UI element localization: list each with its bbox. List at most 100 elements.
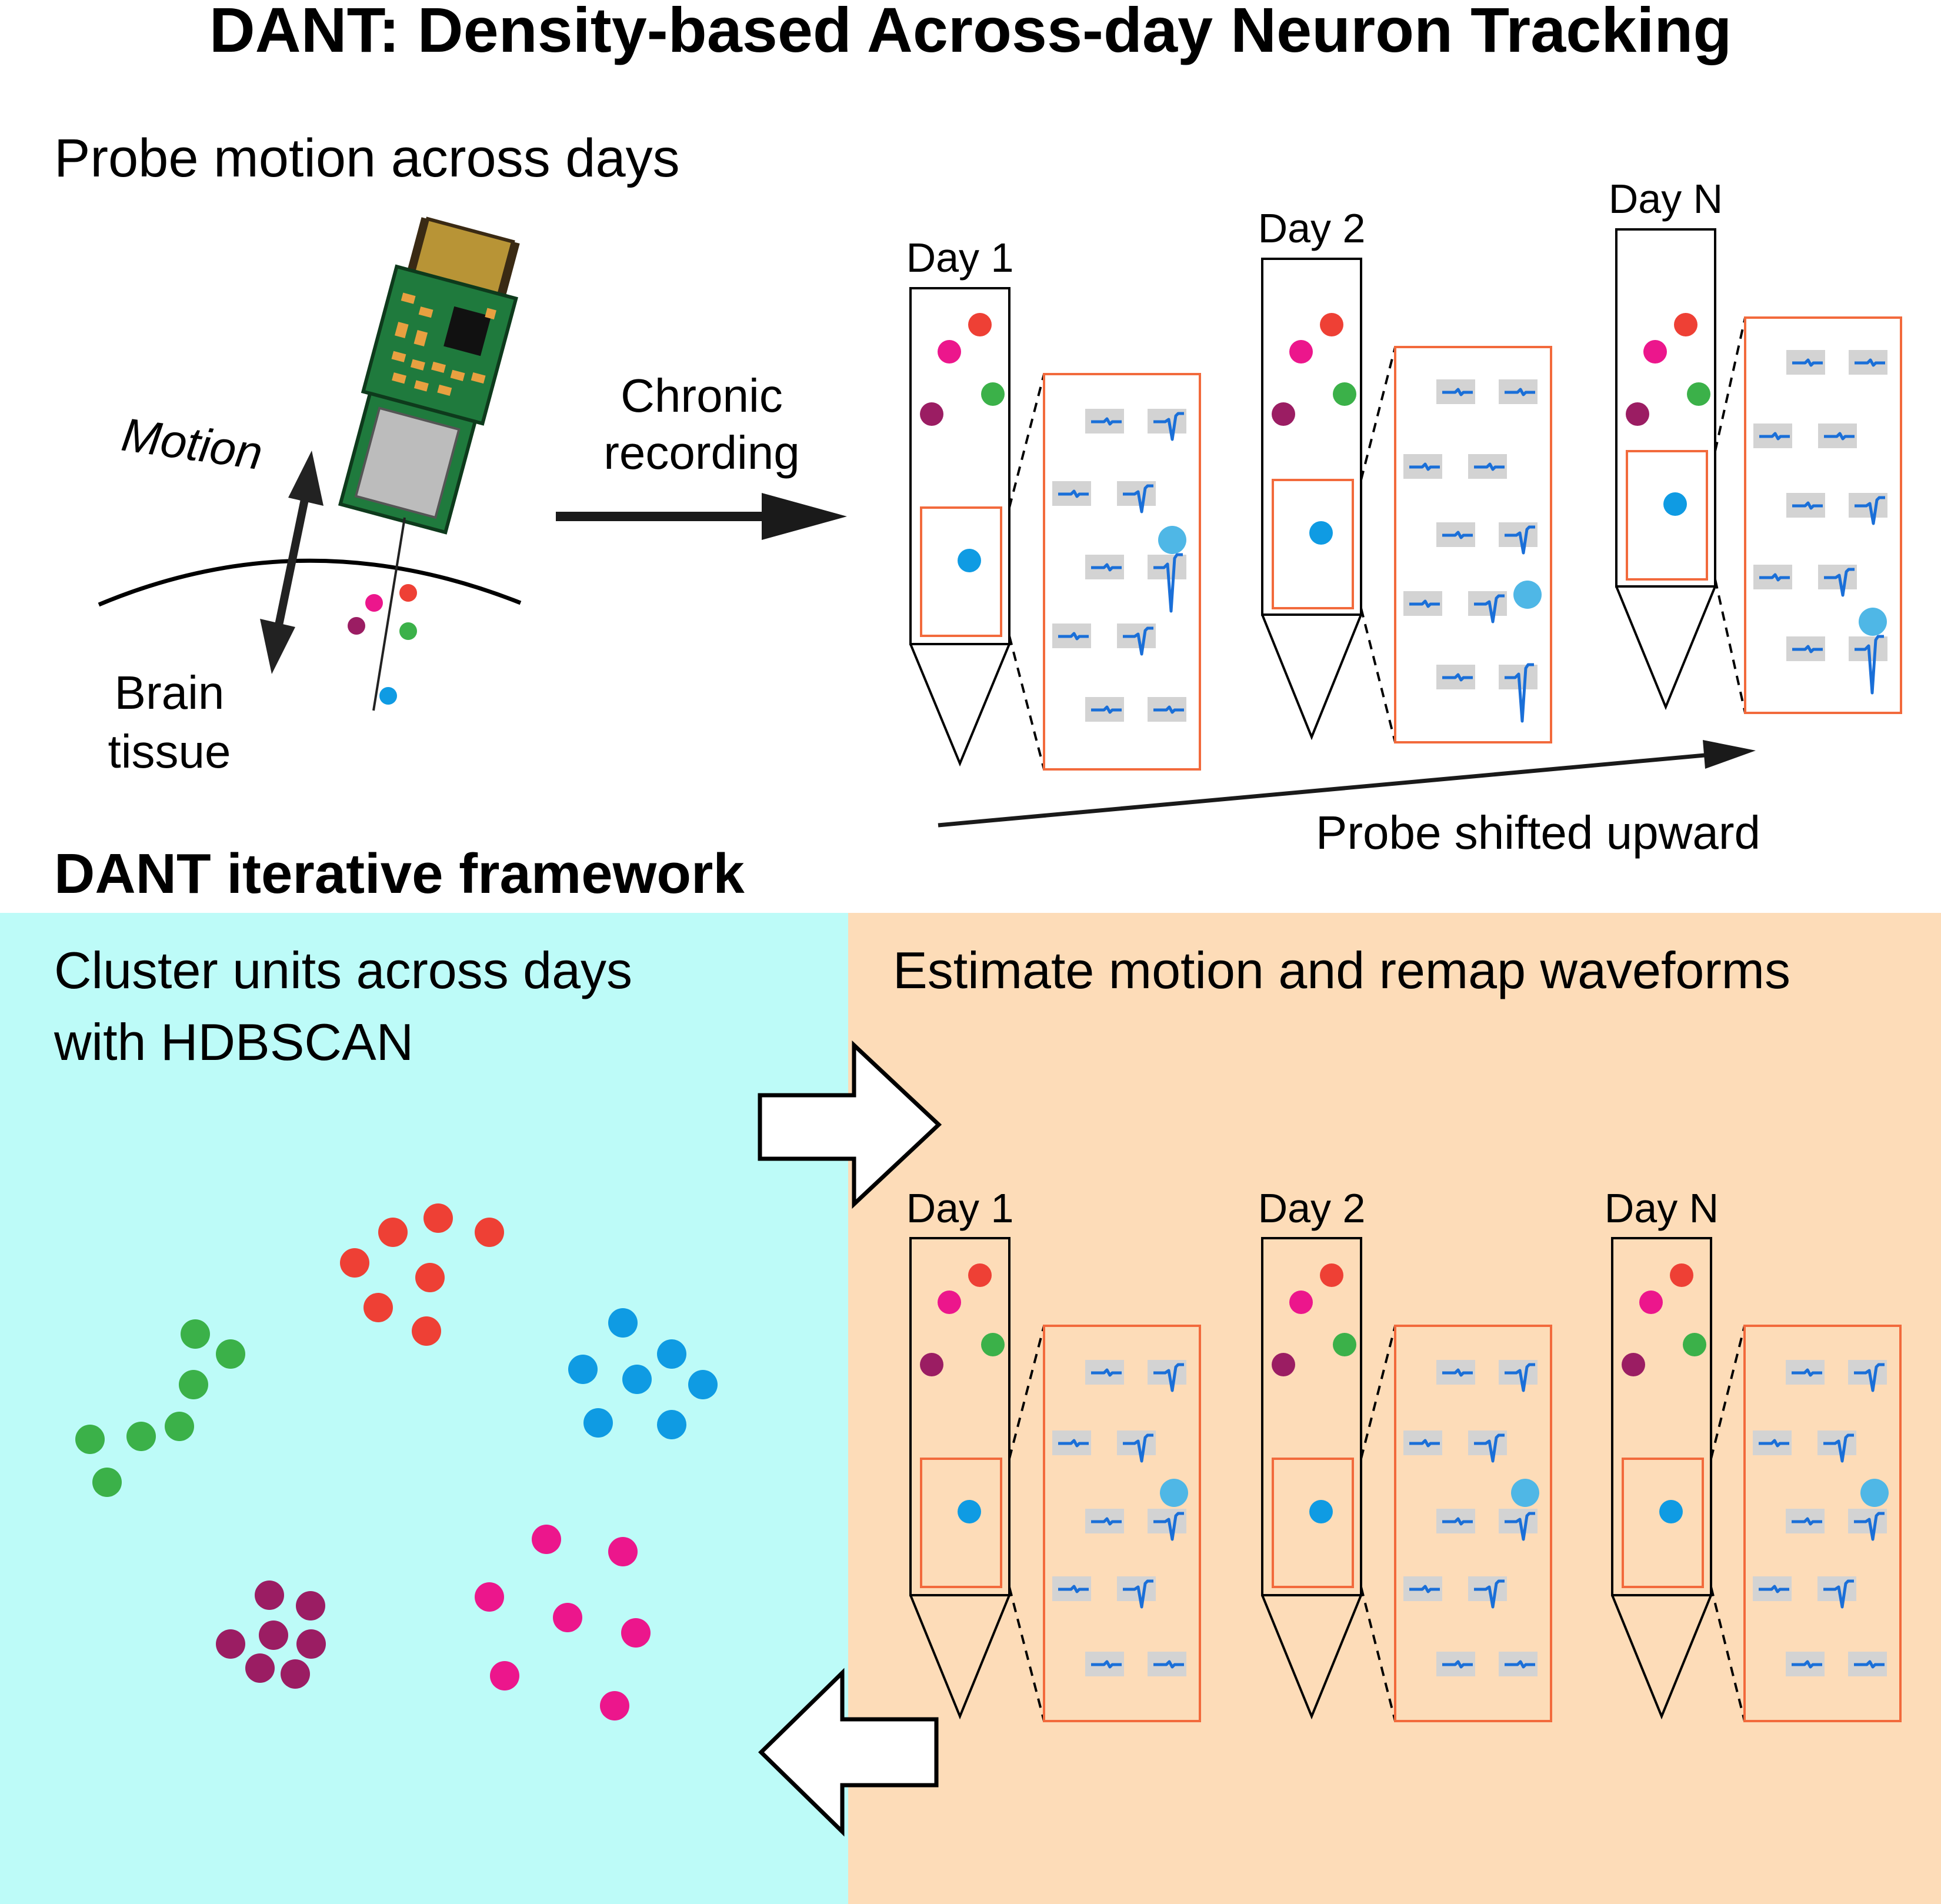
waveform-icon (1792, 1517, 1822, 1526)
double-arrow-icon (260, 451, 324, 674)
waveform-icon (1442, 388, 1473, 396)
waveform-icon (1058, 1439, 1089, 1448)
cluster-red-unit (415, 1263, 445, 1292)
waveform-icon (1153, 412, 1184, 441)
unit-dot-red (1674, 313, 1697, 336)
motion-label: Motion (119, 408, 266, 480)
probe-day-1: Day 1 (906, 1185, 1201, 1722)
top-probes: Day 1 Day 2 Day N (906, 176, 1902, 771)
waveform-icon (1792, 645, 1823, 653)
waveform-icon (1854, 1363, 1885, 1392)
waveform-icon (1442, 1660, 1473, 1669)
cluster-green-unit (75, 1425, 105, 1454)
probe-day-2: Day 2 (1258, 205, 1552, 743)
cluster-pink-unit (490, 1661, 519, 1690)
unit-dot-highlight (1160, 1479, 1188, 1507)
unit-dot-blue (379, 687, 397, 705)
cluster-blue-unit (568, 1355, 598, 1384)
probe-shift-label: Probe shifted upward (1316, 806, 1760, 859)
framework-heading: DANT iterative framework (54, 842, 745, 905)
unit-dot-highlight (1860, 1479, 1889, 1507)
waveform-icon (1409, 462, 1440, 471)
day-label: Day N (1609, 176, 1723, 222)
waveform-icon (1824, 568, 1855, 597)
zoom-region (1272, 479, 1354, 609)
zoom-line (1008, 635, 1045, 770)
unit-dot-green (1333, 382, 1356, 406)
zoom-region (920, 1458, 1002, 1588)
waveform-icon (1505, 1512, 1535, 1541)
unit-dot-red (1320, 1263, 1343, 1287)
probe-tip (909, 643, 1010, 767)
waveform-icon (1759, 573, 1790, 582)
cluster-green-unit (181, 1319, 210, 1349)
waveform-icon (1058, 1585, 1089, 1593)
zoom-panel (1394, 1325, 1552, 1722)
waveform-icon (1091, 705, 1122, 714)
zoom-line (1008, 1586, 1045, 1722)
unit-dot-red (1320, 313, 1343, 336)
zoom-line (1714, 579, 1746, 713)
unit-dot-highlight (1859, 608, 1887, 636)
waveform-icon (1474, 1433, 1505, 1463)
waveform-icon (1123, 1433, 1153, 1463)
cluster-red-unit (423, 1203, 453, 1233)
waveform-icon (1505, 1363, 1535, 1392)
day-label: Day 2 (1258, 205, 1366, 251)
zoom-region (1272, 1458, 1354, 1588)
unit-dot-pink (1643, 340, 1667, 364)
headstage-icon (338, 216, 520, 535)
probe-icon (909, 1237, 1010, 1596)
probe-icon (1261, 1237, 1362, 1596)
probe-day-1: Day 1 (906, 235, 1201, 771)
zoom-line (1008, 374, 1045, 508)
probe-motion-heading: Probe motion across days (54, 128, 680, 188)
waveform-icon (1855, 635, 1884, 695)
unit-clusters (75, 1203, 718, 1720)
unit-dot-blue (958, 1500, 981, 1523)
cluster-purple-unit (296, 1629, 326, 1659)
waveform-icon (1091, 1517, 1122, 1526)
waveform-icon (1792, 358, 1823, 367)
unit-dot-green (1683, 1333, 1706, 1356)
waveform-icon (1505, 1660, 1535, 1669)
cluster-red-unit (475, 1218, 504, 1247)
zoom-line (1360, 1586, 1396, 1722)
waveform-icon (1474, 594, 1505, 623)
cluster-red-unit (340, 1248, 369, 1278)
cluster-green-unit (165, 1412, 194, 1441)
waveform-icon (1855, 496, 1885, 525)
cluster-green-unit (216, 1339, 245, 1369)
waveform-icon (1505, 663, 1534, 723)
unit-dot-purple (1622, 1353, 1645, 1376)
waveform-icon (1823, 1579, 1854, 1609)
unit-dot-red (1670, 1263, 1693, 1287)
waveform-icon (1792, 1660, 1822, 1669)
probe-tip (1611, 1595, 1712, 1720)
cluster-pink-unit (475, 1582, 504, 1612)
tissue-label-line2: tissue (108, 725, 231, 778)
probe-icon (909, 287, 1010, 645)
unit-dot-purple (920, 1353, 943, 1376)
waveform-icon (1505, 525, 1535, 555)
zoom-panel (1043, 1325, 1201, 1722)
cluster-purple-unit (216, 1629, 245, 1659)
cluster-blue-unit (608, 1308, 638, 1338)
probe-day-2: Day 2 (1258, 1185, 1552, 1722)
probe-day-3: Day N (1609, 176, 1902, 714)
cluster-blue-unit (583, 1408, 613, 1438)
zoom-line (1360, 346, 1396, 481)
waveform-icon (1824, 432, 1855, 441)
unit-dot-red (968, 1263, 992, 1287)
probe-tip (909, 1595, 1010, 1720)
unit-dot-pink (938, 1291, 961, 1314)
waveform-icon (1058, 632, 1089, 641)
waveform-icon (1091, 417, 1122, 426)
waveform-icon (1759, 432, 1790, 441)
zoom-region (920, 506, 1002, 637)
cluster-label-line2: with HDBSCAN (54, 1013, 413, 1071)
chronic-label-line2: recording (603, 426, 800, 479)
unit-dot-pink (938, 340, 961, 364)
waveform-icon (1505, 388, 1535, 396)
